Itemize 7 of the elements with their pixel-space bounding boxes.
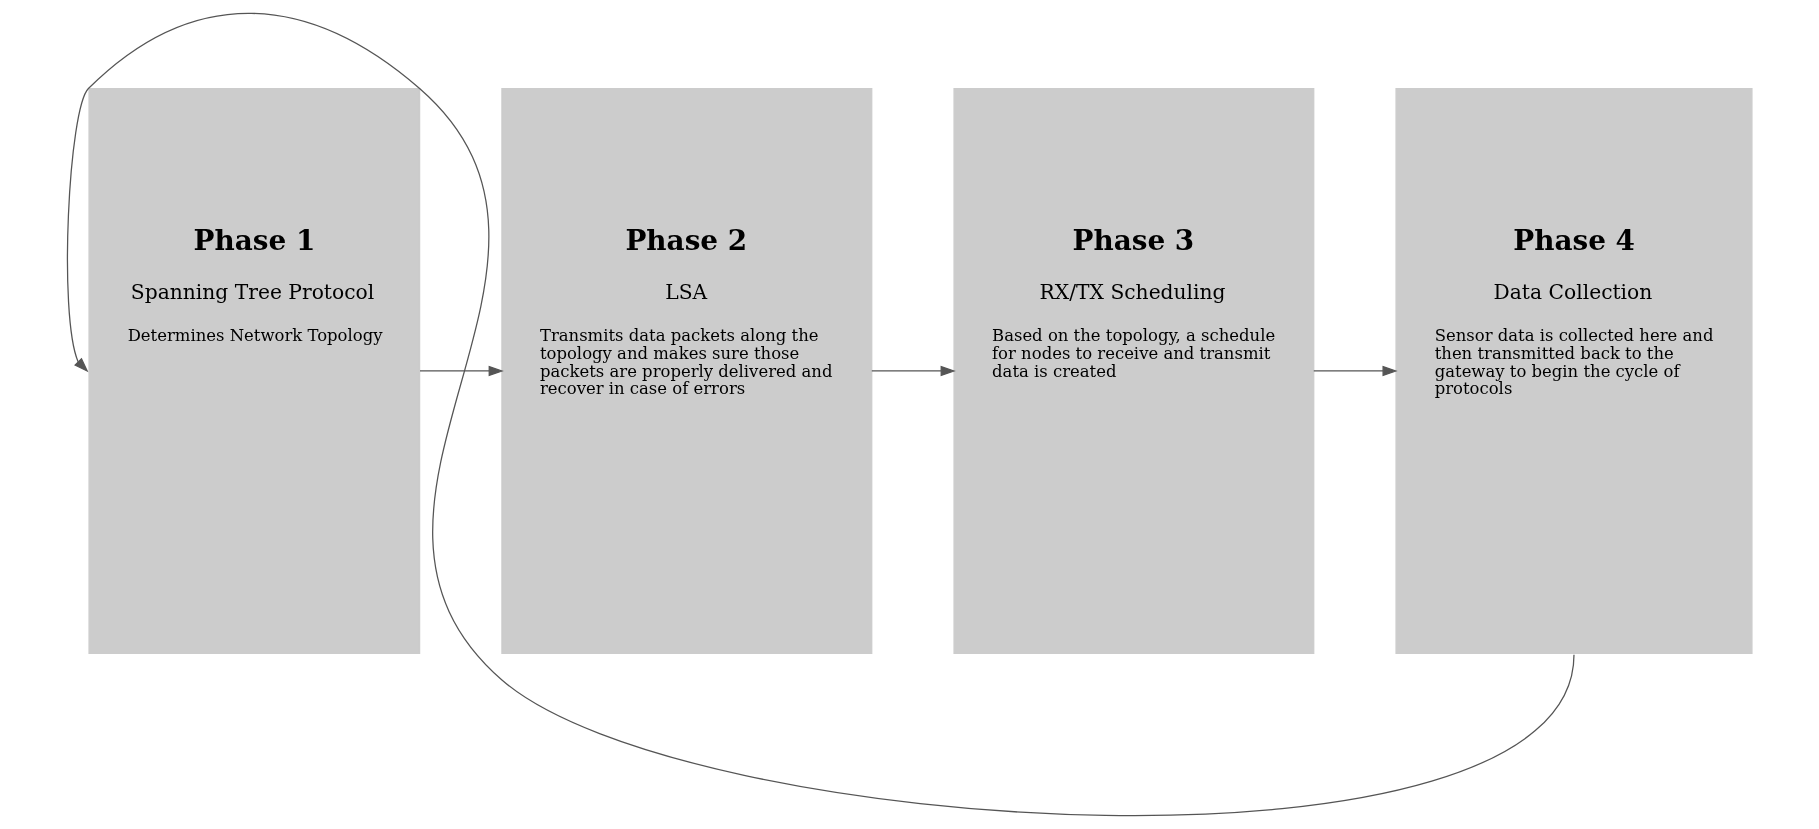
arrow bbox=[419, 365, 504, 377]
node-box: Phase 1 Spanning Tree Protocol Determines Network Topology bbox=[88, 87, 421, 655]
node-box: Phase 4 Data Collection Sensor data is collected here and then transmitted back to the gateway to begin the cycle of protocols bbox=[1395, 87, 1753, 655]
arrow bbox=[871, 365, 956, 377]
node-box: Phase 2 LSA Transmits data packets along the topology and makes sure those packets are properly delivered and recover in case of errors bbox=[501, 87, 873, 655]
node-box: Phase 3 RX/TX Scheduling Based on the topology, a schedule for nodes to receive and transmit data is created bbox=[953, 87, 1315, 655]
arrow bbox=[1313, 365, 1398, 377]
